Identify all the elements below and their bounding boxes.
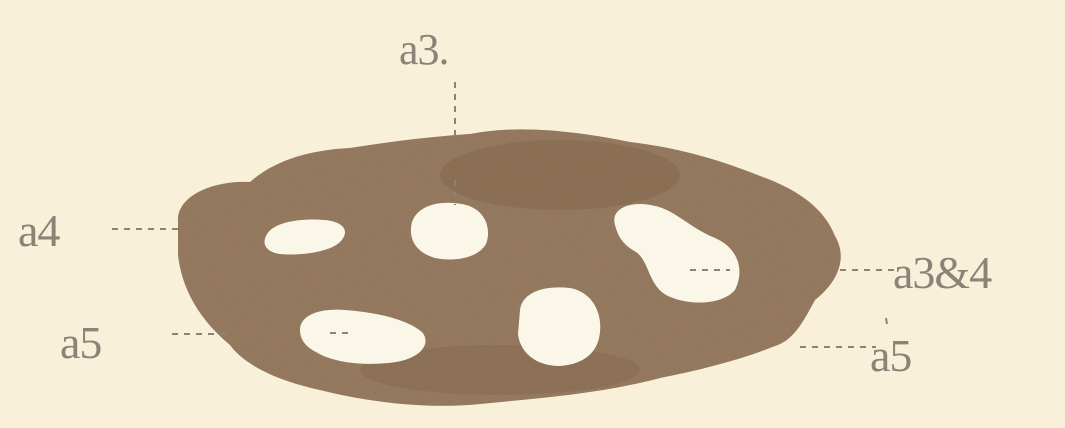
label-a5-left: a5 [60, 320, 101, 366]
hole-2 [411, 203, 488, 260]
leader-a5-tick [886, 318, 888, 330]
label-a3-4-right: a3&4 [893, 250, 991, 296]
label-a4-left: a4 [18, 208, 59, 254]
label-a3-top: a3. [399, 28, 449, 72]
specimen-shade [440, 140, 680, 210]
hole-5 [518, 287, 600, 366]
label-a5-right: a5 [870, 333, 911, 379]
